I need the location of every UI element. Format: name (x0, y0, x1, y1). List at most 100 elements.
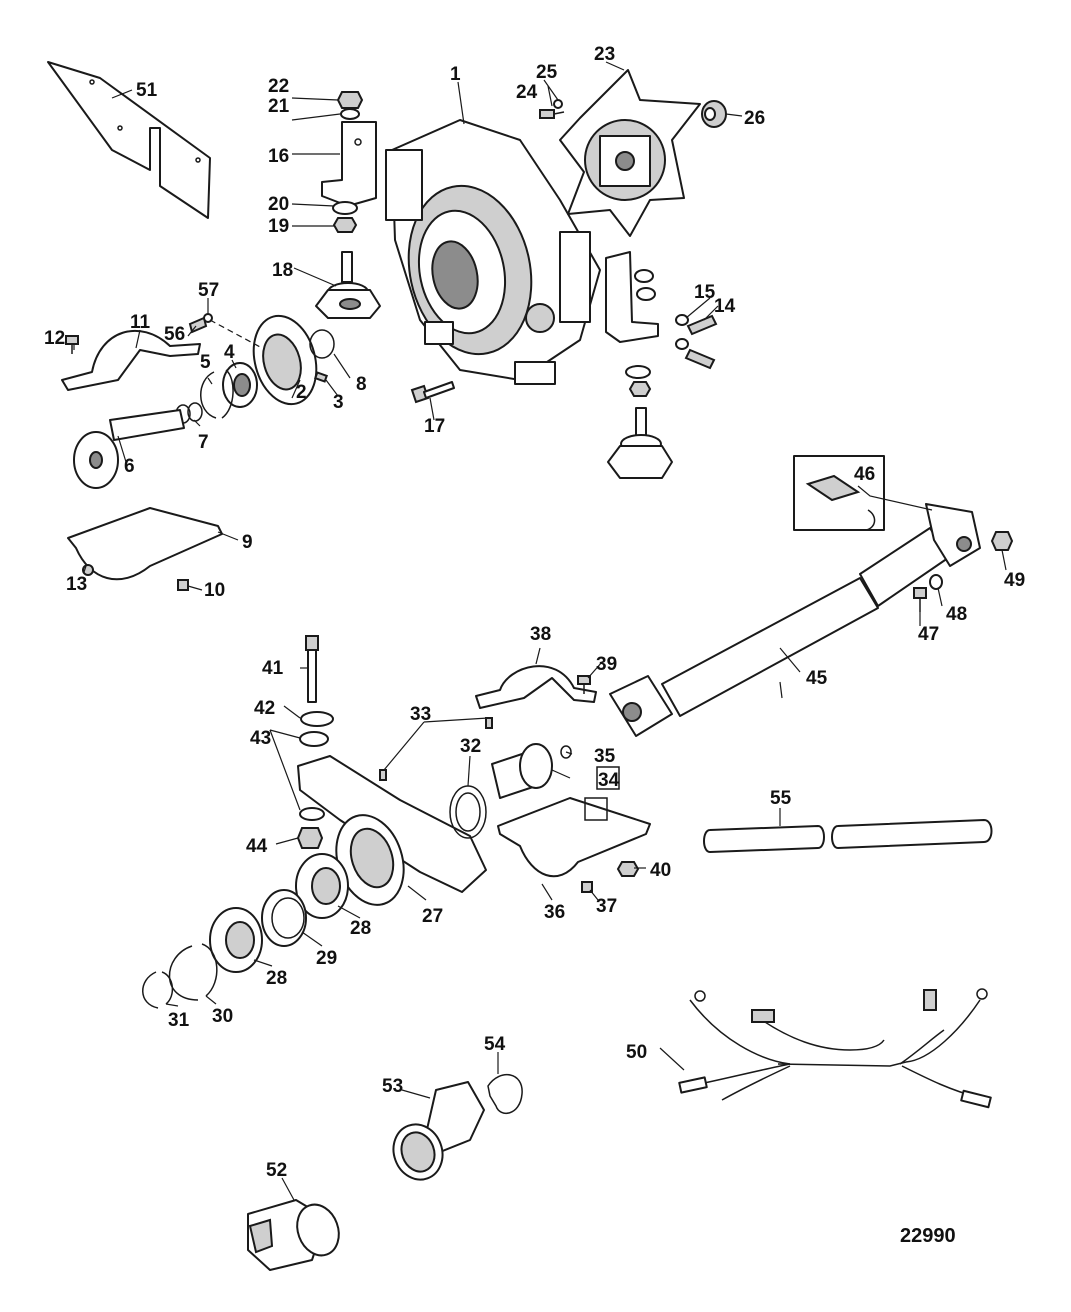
part-23-coupler (559, 69, 701, 237)
callout-20: 20 (268, 194, 289, 215)
callout-14: 14 (714, 296, 736, 317)
callout-21: 21 (268, 96, 290, 117)
callout-30: 30 (212, 1006, 233, 1027)
part-25-washer (553, 99, 563, 109)
callout-54: 54 (484, 1034, 506, 1055)
callout-25: 25 (536, 62, 558, 83)
part-22-nut (336, 91, 364, 109)
part-12-screw (65, 335, 79, 354)
part-53-elbow (392, 1081, 485, 1181)
callout-28a: 28 (350, 918, 371, 939)
callout-38: 38 (530, 624, 551, 645)
callout-11: 11 (130, 312, 151, 333)
callout-17: 17 (424, 416, 445, 437)
part-36-lower-clamp (497, 797, 651, 878)
callout-36: 36 (544, 902, 565, 923)
callout-4: 4 (224, 342, 235, 363)
callout-10: 10 (204, 580, 225, 601)
callout-55: 55 (770, 788, 792, 809)
part-54-gasket (487, 1073, 523, 1115)
callout-49: 49 (1004, 570, 1025, 591)
callout-16: 16 (268, 146, 289, 167)
part-46-ujoint-inset (793, 455, 885, 531)
part-28-bearing-upper (295, 853, 349, 919)
callout-1: 1 (450, 64, 461, 85)
part-5-snap-ring (200, 369, 234, 419)
part-15-washer (675, 314, 689, 350)
callout-27: 27 (422, 906, 443, 927)
callout-46: 46 (854, 464, 875, 485)
callout-48: 48 (946, 604, 967, 625)
callout-26: 26 (744, 108, 765, 129)
part-27-bracket (297, 755, 487, 906)
callout-50: 50 (626, 1042, 647, 1063)
callout-47: 47 (918, 624, 939, 645)
callout-33: 33 (410, 704, 431, 725)
part-16-mount-bracket (321, 121, 377, 207)
part-21-washer (340, 108, 360, 120)
part-28-bearing-lower (209, 907, 263, 973)
callout-44: 44 (246, 836, 268, 857)
callout-53: 53 (382, 1076, 403, 1097)
part-39-screw (577, 675, 591, 694)
callout-57: 57 (198, 280, 219, 301)
part-29-sleeve (261, 889, 307, 947)
callout-51: 51 (136, 80, 158, 101)
part-52-elbow (247, 1199, 340, 1271)
part-31-snap-ring (142, 971, 174, 1009)
part-18-motor-mount (315, 251, 381, 319)
callout-39: 39 (596, 654, 617, 675)
callout-9: 9 (242, 532, 253, 553)
part-51-plate (47, 61, 211, 219)
part-48-washer (929, 574, 943, 590)
part-41-long-bolt (305, 635, 319, 703)
part-44-nut (296, 827, 324, 849)
part-20-tab-washer (332, 201, 358, 215)
empty-reference-box (584, 797, 608, 821)
callout-7: 7 (198, 432, 209, 453)
callout-23: 23 (594, 44, 615, 65)
part-47-bolt (913, 587, 927, 612)
callout-35: 35 (594, 746, 616, 767)
callout-12: 12 (44, 328, 65, 349)
part-45-driveshaft (609, 503, 981, 737)
callout-22: 22 (268, 76, 289, 97)
part-10-screw (177, 579, 189, 591)
leader-lines (73, 61, 1007, 1201)
part-49-nut (990, 531, 1014, 551)
part-38-upper-clamp (475, 665, 597, 709)
part-30-snap-ring (168, 943, 218, 1001)
callout-labels: 1 2 3 4 5 6 7 8 9 10 11 12 13 14 15 16 1… (44, 44, 1025, 1181)
callout-34-box (596, 766, 620, 790)
callout-5: 5 (200, 352, 211, 373)
callout-56: 56 (164, 324, 185, 345)
part-43-washers (299, 731, 329, 821)
callout-8: 8 (356, 374, 367, 395)
callout-6: 6 (124, 456, 135, 477)
part-1-flywheel-housing (385, 119, 601, 385)
part-19-nut (332, 217, 358, 233)
part-55-hose (703, 819, 993, 853)
part-42-washer (300, 711, 334, 727)
part-32-seal-ring (449, 785, 487, 839)
callout-29: 29 (316, 948, 337, 969)
callout-52: 52 (266, 1160, 287, 1181)
callout-3: 3 (333, 392, 344, 413)
part-26-bushing (701, 100, 727, 128)
right-motor-mount (607, 365, 673, 479)
callout-15: 15 (694, 282, 716, 303)
callout-18: 18 (272, 260, 293, 281)
part-37-screw (581, 881, 593, 893)
part-14-bolts (684, 314, 718, 370)
figure-reference-number: 22990 (900, 1225, 956, 1247)
part-17-bolt (410, 381, 455, 404)
callout-34: 34 (598, 770, 620, 791)
part-40-nut (616, 861, 640, 877)
part-35-o-ring (560, 745, 572, 759)
part-8-seal-ring (309, 329, 335, 359)
callout-19: 19 (268, 216, 289, 237)
callout-43: 43 (250, 728, 271, 749)
callout-41: 41 (262, 658, 284, 679)
callout-31: 31 (168, 1010, 190, 1031)
